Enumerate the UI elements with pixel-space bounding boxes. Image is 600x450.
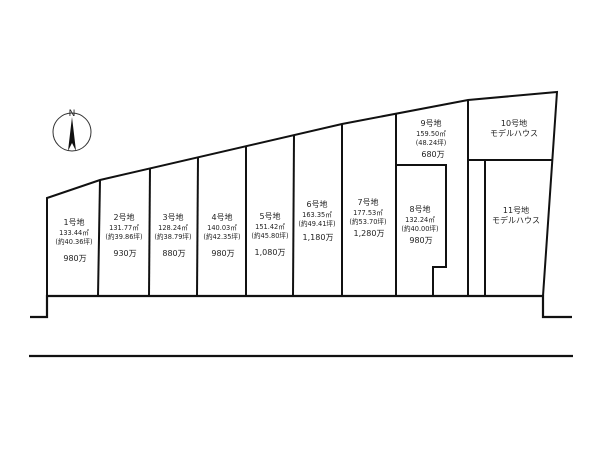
road-edge-upper — [30, 294, 572, 319]
lot-price: 880万 — [162, 249, 185, 258]
lot-tsubo: (約39.86坪) — [105, 232, 142, 241]
lot-tsubo: (約40.00坪) — [401, 224, 438, 233]
lot-1-label: 1号地 133.44㎡ (約40.36坪) 980万 — [55, 217, 92, 263]
lot-price: 1,280万 — [354, 229, 385, 238]
lot-5-label: 5号地 151.42㎡ (約45.80坪) 1,080万 — [251, 211, 288, 257]
lot-tsubo: (48.24坪) — [416, 139, 447, 147]
lot-name: 10号地 — [501, 118, 527, 128]
lot-8-outline — [396, 164, 447, 296]
lot-name: 5号地 — [259, 211, 280, 221]
lot-subtitle: モデルハウス — [490, 128, 538, 138]
lot-name: 2号地 — [113, 212, 134, 222]
lot-name: 1号地 — [63, 217, 84, 227]
boundary-10-11-left — [468, 159, 486, 296]
lot-subtitle: モデルハウス — [492, 215, 540, 225]
lot-3-label: 3号地 128.24㎡ (約38.79坪) 880万 — [154, 212, 191, 258]
lot-price: 1,180万 — [303, 233, 334, 242]
lot-area: 151.42㎡ — [255, 222, 285, 231]
lot-6-label: 6号地 163.35㎡ (約49.41坪) 1,180万 — [298, 199, 335, 242]
lot-8-label: 8号地 132.24㎡ (約40.00坪) 980万 — [401, 204, 438, 245]
lot-4-label: 4号地 140.03㎡ (約42.35坪) 980万 — [203, 212, 240, 258]
lot-tsubo: (約38.79坪) — [154, 232, 191, 241]
lot-tsubo: (約40.36坪) — [55, 237, 92, 246]
north-label: N — [69, 109, 76, 119]
lot-name: 3号地 — [162, 212, 183, 222]
lot-area: 132.24㎡ — [405, 215, 435, 224]
road — [29, 294, 573, 358]
lot-10-label: 10号地 モデルハウス — [490, 118, 538, 138]
lot-name: 4号地 — [211, 212, 232, 222]
lot-price: 1,080万 — [255, 248, 286, 257]
lot-name: 7号地 — [357, 197, 378, 207]
lot-area: 128.24㎡ — [158, 223, 188, 232]
lot-name: 9号地 — [420, 118, 441, 128]
lot-tsubo: (約42.35坪) — [203, 232, 240, 241]
boundary-5-6 — [292, 134, 295, 297]
lot-area: 131.77㎡ — [109, 223, 139, 232]
lot-name: 6号地 — [306, 199, 327, 209]
lot-tsubo: (約53.70坪) — [349, 217, 386, 226]
lot-7-label: 7号地 177.53㎡ (約53.70坪) 1,280万 — [349, 197, 386, 238]
lot-price: 980万 — [409, 236, 432, 245]
boundary-3-4 — [196, 156, 199, 297]
lot-area: 163.35㎡ — [302, 210, 332, 219]
lot-area: 140.03㎡ — [207, 223, 237, 232]
lot-area: 177.53㎡ — [353, 208, 383, 217]
lot-11-label: 11号地 モデルハウス — [492, 205, 540, 225]
lot-area: 133.44㎡ — [59, 228, 89, 237]
boundary-1-2 — [97, 179, 101, 297]
lot-tsubo: (約45.80坪) — [251, 231, 288, 240]
site-outline — [46, 90, 559, 297]
lot-price: 980万 — [211, 249, 234, 258]
lot-price: 980万 — [63, 254, 86, 263]
lot-name: 8号地 — [409, 204, 430, 214]
lot-area: 159.50㎡ — [416, 129, 446, 138]
lot-tsubo: (約49.41坪) — [298, 219, 335, 228]
lot-boundaries — [46, 90, 559, 297]
lot-name: 11号地 — [503, 205, 529, 215]
lot-2-label: 2号地 131.77㎡ (約39.86坪) 930万 — [105, 212, 142, 258]
boundary-2-3 — [148, 167, 151, 297]
lot-price: 930万 — [113, 249, 136, 258]
north-arrow-icon — [68, 117, 76, 151]
lot-9-label: 9号地 159.50㎡ (48.24坪) 680万 — [416, 118, 447, 159]
north-compass: N — [52, 109, 92, 152]
lot-price: 680万 — [421, 150, 444, 159]
